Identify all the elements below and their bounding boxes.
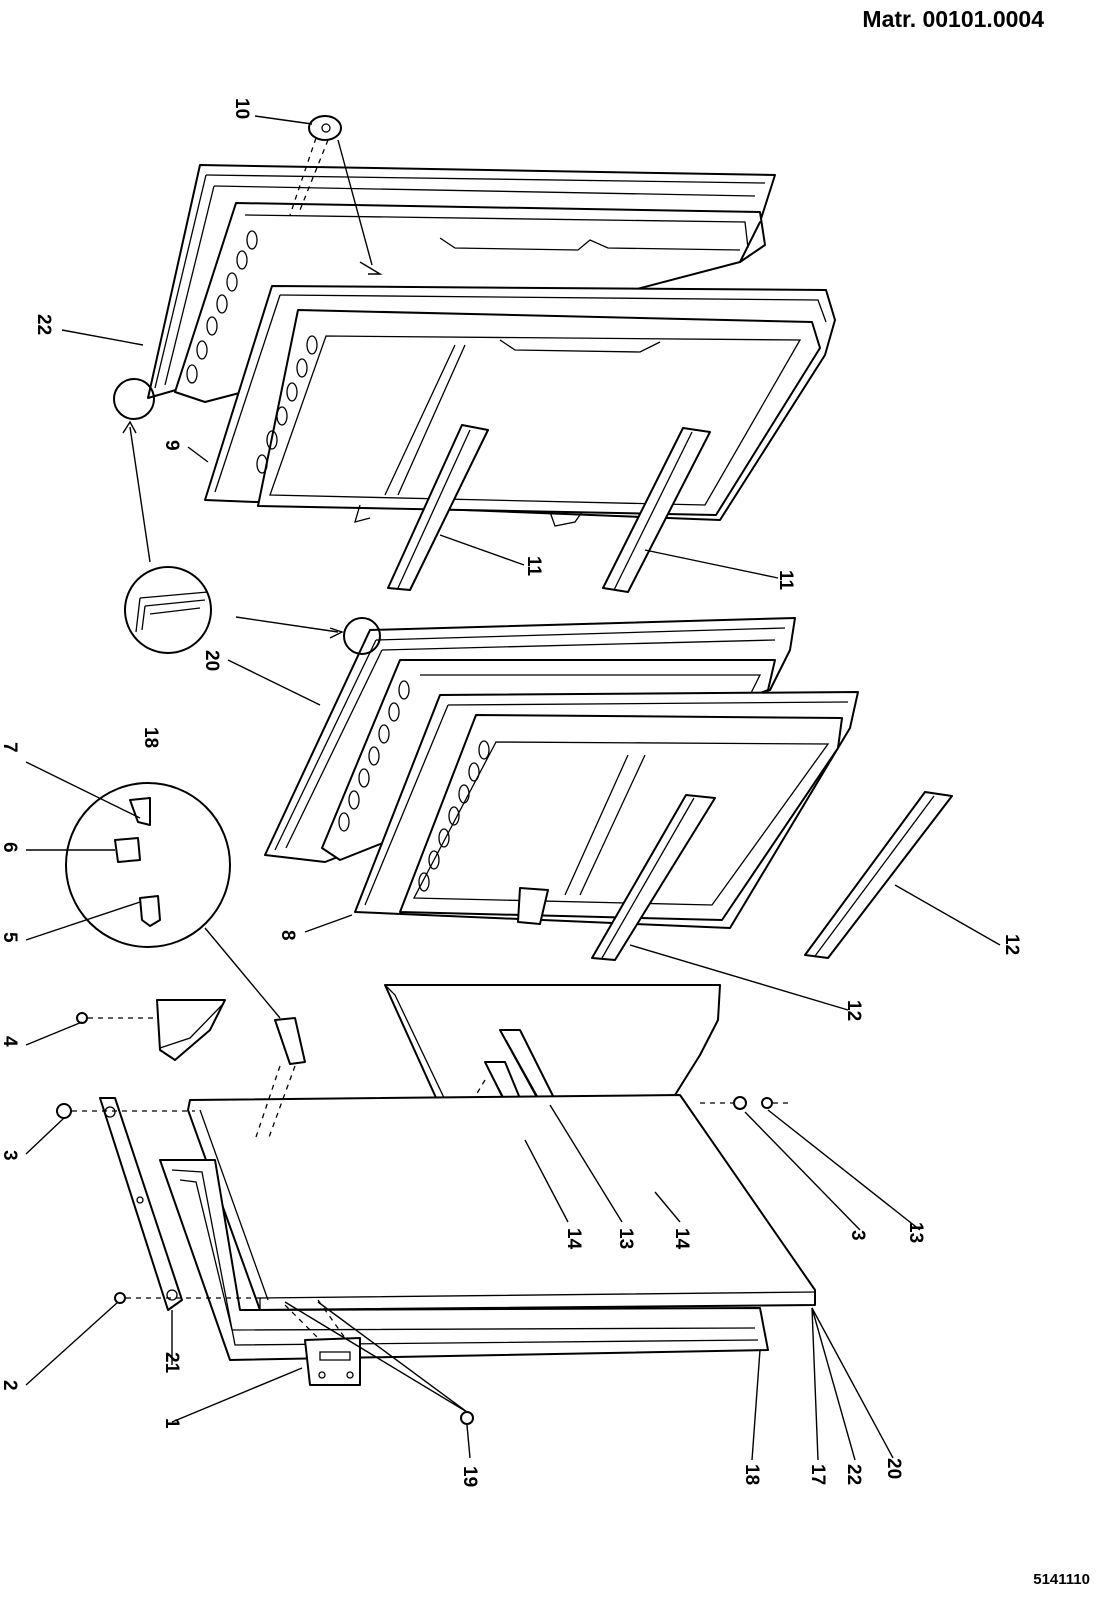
clip-6-detail [114,837,141,863]
upper-shelf-bumps [186,230,258,384]
hinge-cap-10 [289,115,383,275]
screw-19 [460,1411,474,1425]
callout-9: 9 [161,440,182,451]
clip-5-detail [139,895,161,927]
callout-19: 19 [459,1466,480,1487]
door-body-17 [187,1094,816,1311]
callout-13: 13 [905,1222,926,1243]
callout-22-bottom: 22 [843,1464,864,1485]
callout-4: 4 [0,1036,20,1047]
door-shelf-11-right [602,427,711,593]
callout-labels: 10 22 9 11 11 20 18 7 6 5 8 12 12 4 3 14… [0,98,1022,1487]
hinge-plate-1 [304,1337,361,1386]
callout-14: 14 [671,1228,692,1250]
gasket8-shelf-bumps [418,740,490,892]
callout-12-right: 12 [1001,934,1022,955]
door-frame-18 [159,1159,769,1361]
screw-3-right [733,1096,747,1110]
screw-2 [114,1292,126,1304]
callout-21: 21 [161,1352,182,1374]
clip-7-detail [129,797,151,826]
screw-4 [76,1012,88,1024]
leader-lines [25,115,1001,1461]
callout-12-left: 12 [843,1000,864,1021]
callout-2: 2 [0,1380,20,1391]
door-gasket-8 [354,691,859,929]
callout-18-detail: 18 [140,727,161,748]
cap-13 [761,1097,773,1109]
shelf-clip-4 [156,999,226,1061]
small-fittings [56,999,790,1425]
detail-circle-5-6-7 [65,782,281,1019]
drawing-code: 5141110 [1033,1571,1090,1588]
handle-clip-6-detail [274,1017,306,1065]
door-gasket-9 [204,285,836,527]
gasket-shelf-bumps [256,335,318,474]
callout-20-top: 20 [201,650,222,671]
detail-circle-18 [113,378,381,655]
callout-6: 6 [0,842,20,853]
screw-3-left [56,1103,72,1119]
callout-15: 13 [615,1228,636,1249]
callout-11-left: 11 [523,556,544,577]
hinge-strip-21 [99,1097,183,1311]
callout-10: 10 [231,98,252,119]
callout-11-right: 11 [775,570,796,591]
door-shelf-12-right [804,791,953,959]
callout-3-left: 3 [0,1150,20,1161]
callout-1: 1 [161,1418,182,1429]
callout-7: 7 [0,742,20,753]
callout-16: 14 [563,1228,584,1250]
callout-18-bottom: 18 [741,1464,762,1485]
callout-3-right: 3 [847,1230,868,1241]
callout-22-top: 22 [33,314,54,335]
callout-20-bottom: 20 [883,1458,904,1479]
callout-5: 5 [0,932,20,943]
middle-shelf-bumps [338,680,410,832]
door-shelf-12-left [591,794,716,961]
callout-8: 8 [277,930,298,941]
door-shelf-11-left [387,424,489,591]
callout-17: 17 [807,1464,828,1485]
material-number: Matr. 00101.0004 [862,6,1044,32]
